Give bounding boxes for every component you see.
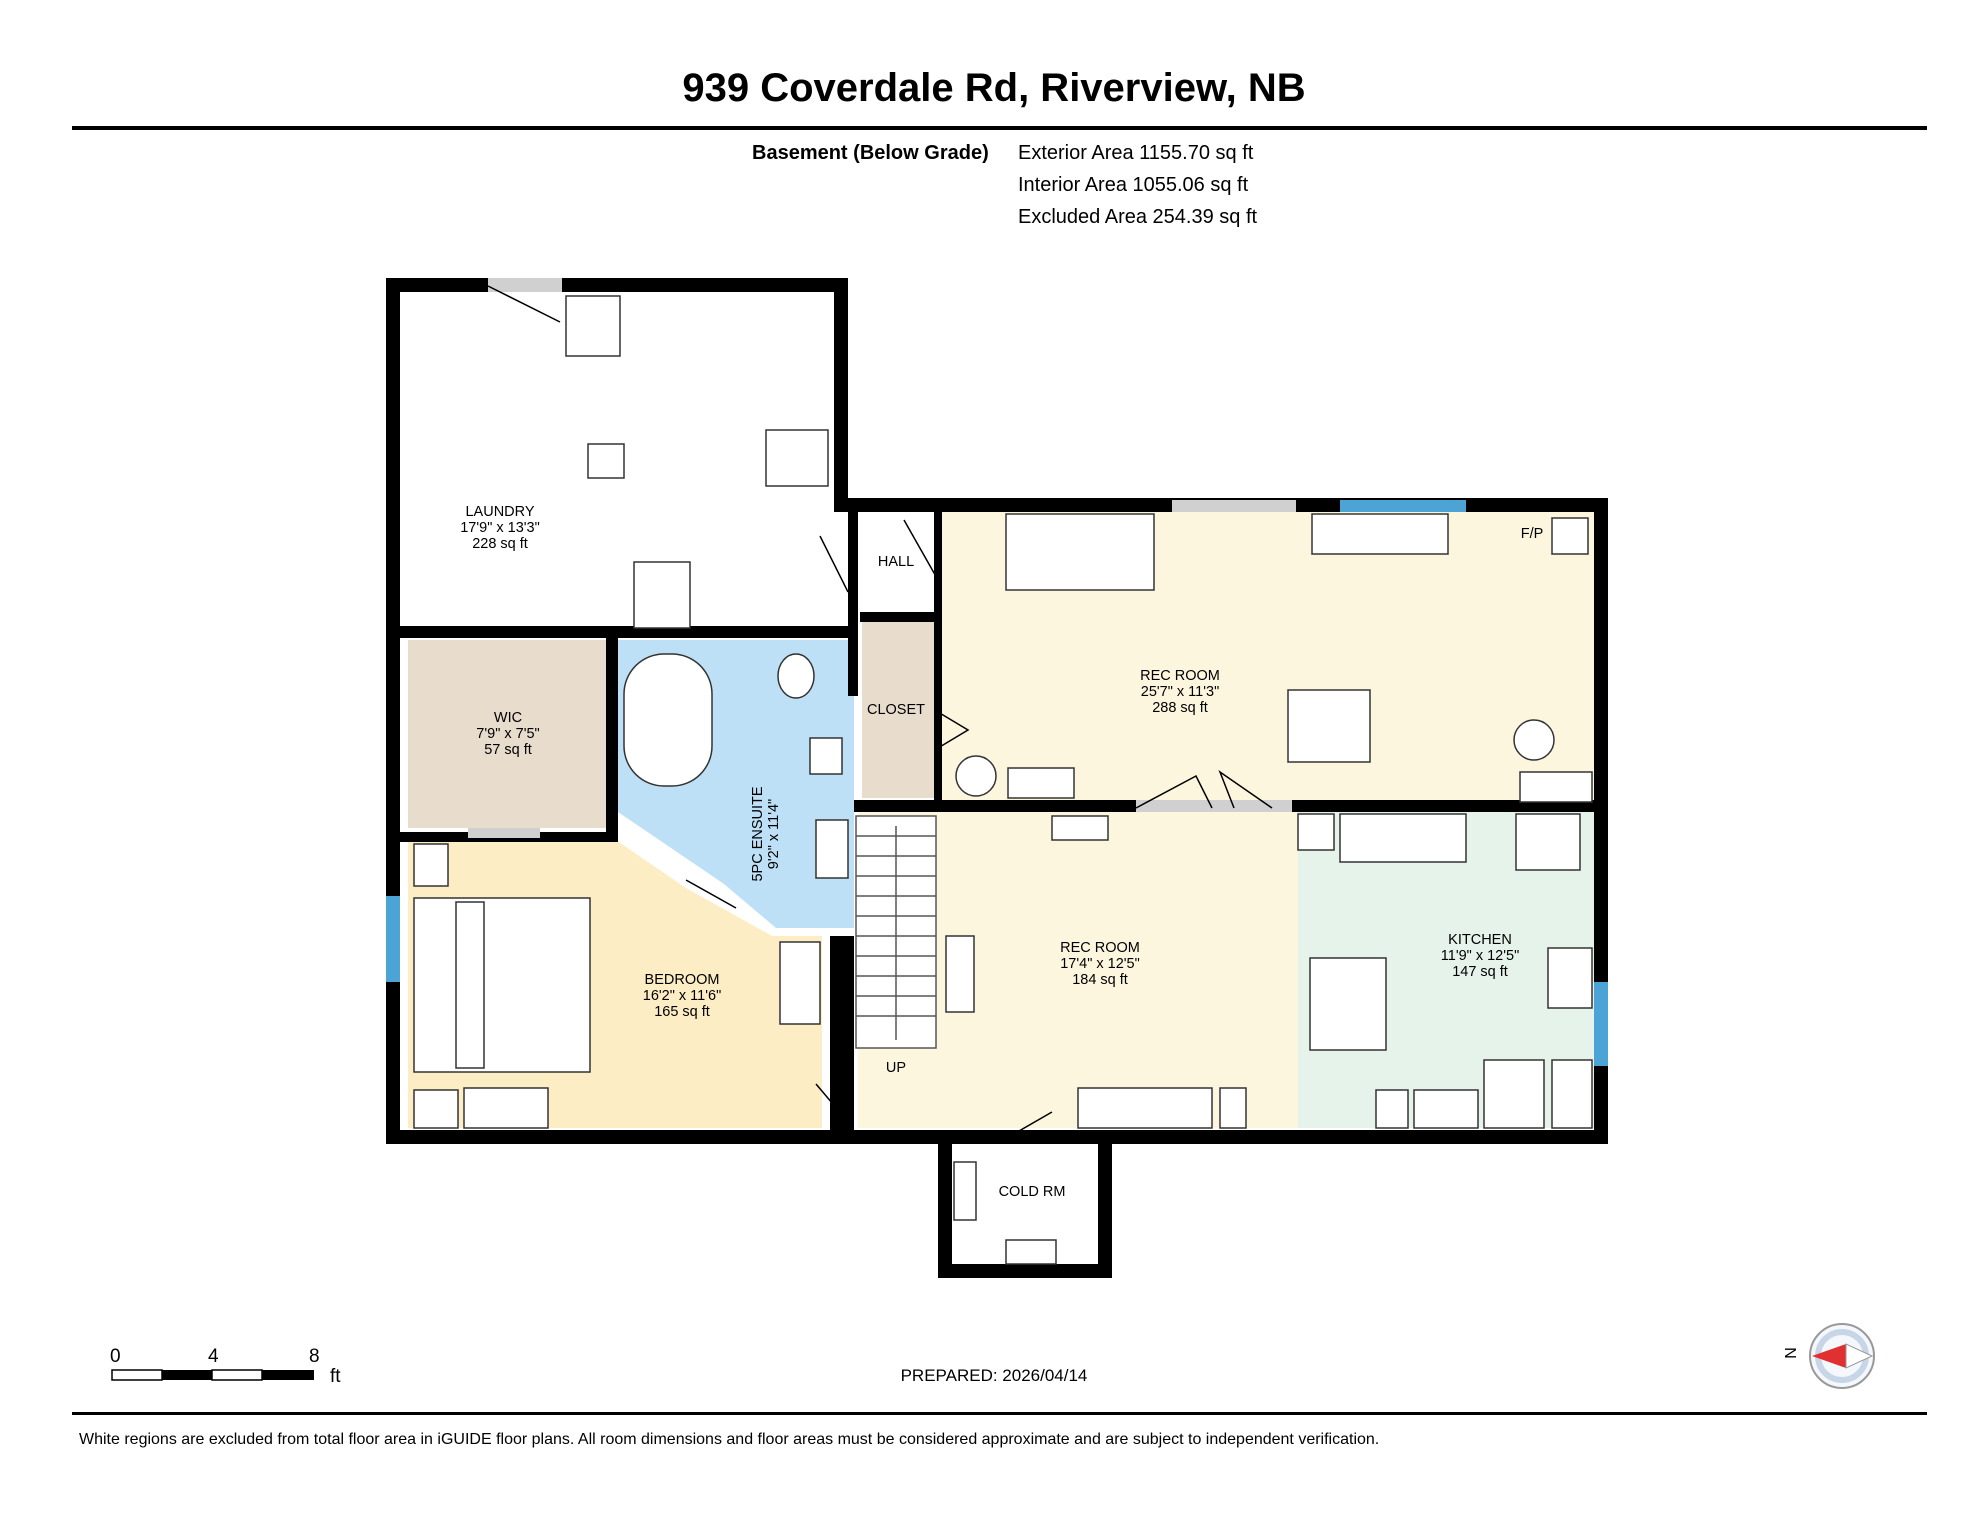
wic-fill: [408, 640, 606, 828]
rec-room-1-dims: 25'7" x 11'3": [1141, 684, 1219, 700]
rec-room-2-area: 184 sq ft: [1072, 972, 1128, 988]
scale-tick-4: 4: [208, 1346, 219, 1367]
bedroom-area: 165 sq ft: [654, 1004, 710, 1020]
stairs: [855, 815, 937, 1049]
level-name: Basement (Below Grade): [752, 142, 989, 164]
ensuite-dims: 9'2" x 11'4": [766, 799, 782, 869]
wic-area: 57 sq ft: [484, 742, 532, 758]
exterior-area: Exterior Area 1155.70 sq ft: [1018, 142, 1254, 164]
ensuite-label: 5PC ENSUITE 9'2" x 11'4": [750, 786, 782, 881]
interior-area: Interior Area 1055.06 sq ft: [1018, 174, 1249, 196]
footer-rule: [72, 1412, 1927, 1415]
excluded-area: Excluded Area 254.39 sq ft: [1018, 206, 1258, 228]
compass-icon: [1809, 1323, 1875, 1389]
bedroom-name: BEDROOM: [645, 972, 720, 988]
bedroom-dims: 16'2" x 11'6": [643, 988, 721, 1004]
ensuite-name: 5PC ENSUITE: [750, 786, 766, 881]
scale-tick-0: 0: [110, 1346, 121, 1367]
scale-unit: ft: [330, 1366, 341, 1387]
cold-room-name: COLD RM: [999, 1184, 1066, 1200]
rec-room-1-area: 288 sq ft: [1152, 700, 1208, 716]
kitchen-area: 147 sq ft: [1452, 964, 1508, 980]
scale-tick-8: 8: [309, 1346, 320, 1367]
room-labels: LAUNDRY 17'9" x 13'3" 228 sq ft WIC 7'9"…: [460, 504, 1543, 1200]
kitchen-name: KITCHEN: [1448, 932, 1512, 948]
rec-room-2-name: REC ROOM: [1060, 940, 1140, 956]
doors: [487, 285, 1273, 1143]
hall-fill: [858, 510, 938, 614]
rec-room-2-dims: 17'4" x 12'5": [1060, 956, 1140, 972]
laundry-area: 228 sq ft: [472, 536, 528, 552]
header-rule: [72, 126, 1927, 130]
compass-north-label: N: [1782, 1347, 1800, 1359]
furniture: [413, 295, 1593, 1265]
scale-bar: [111, 1369, 314, 1381]
prepared-date: PREPARED: 2026/04/14: [900, 1366, 1088, 1385]
closet-fill: [862, 622, 934, 798]
stairs-label: UP: [886, 1060, 906, 1076]
fireplace-name: F/P: [1521, 526, 1544, 542]
laundry-name: LAUNDRY: [465, 504, 534, 520]
wic-name: WIC: [494, 710, 522, 726]
rec-room-1-name: REC ROOM: [1140, 668, 1220, 684]
windows: [386, 278, 1608, 1066]
kitchen-dims: 11'9" x 12'5": [1441, 948, 1519, 964]
wic-dims: 7'9" x 7'5": [476, 726, 539, 742]
laundry-dims: 17'9" x 13'3": [460, 520, 540, 536]
closet-name: CLOSET: [867, 702, 925, 718]
hall-name: HALL: [878, 554, 914, 570]
page-title: 939 Coverdale Rd, Riverview, NB: [682, 66, 1306, 110]
disclaimer-text: White regions are excluded from total fl…: [79, 1431, 1380, 1448]
